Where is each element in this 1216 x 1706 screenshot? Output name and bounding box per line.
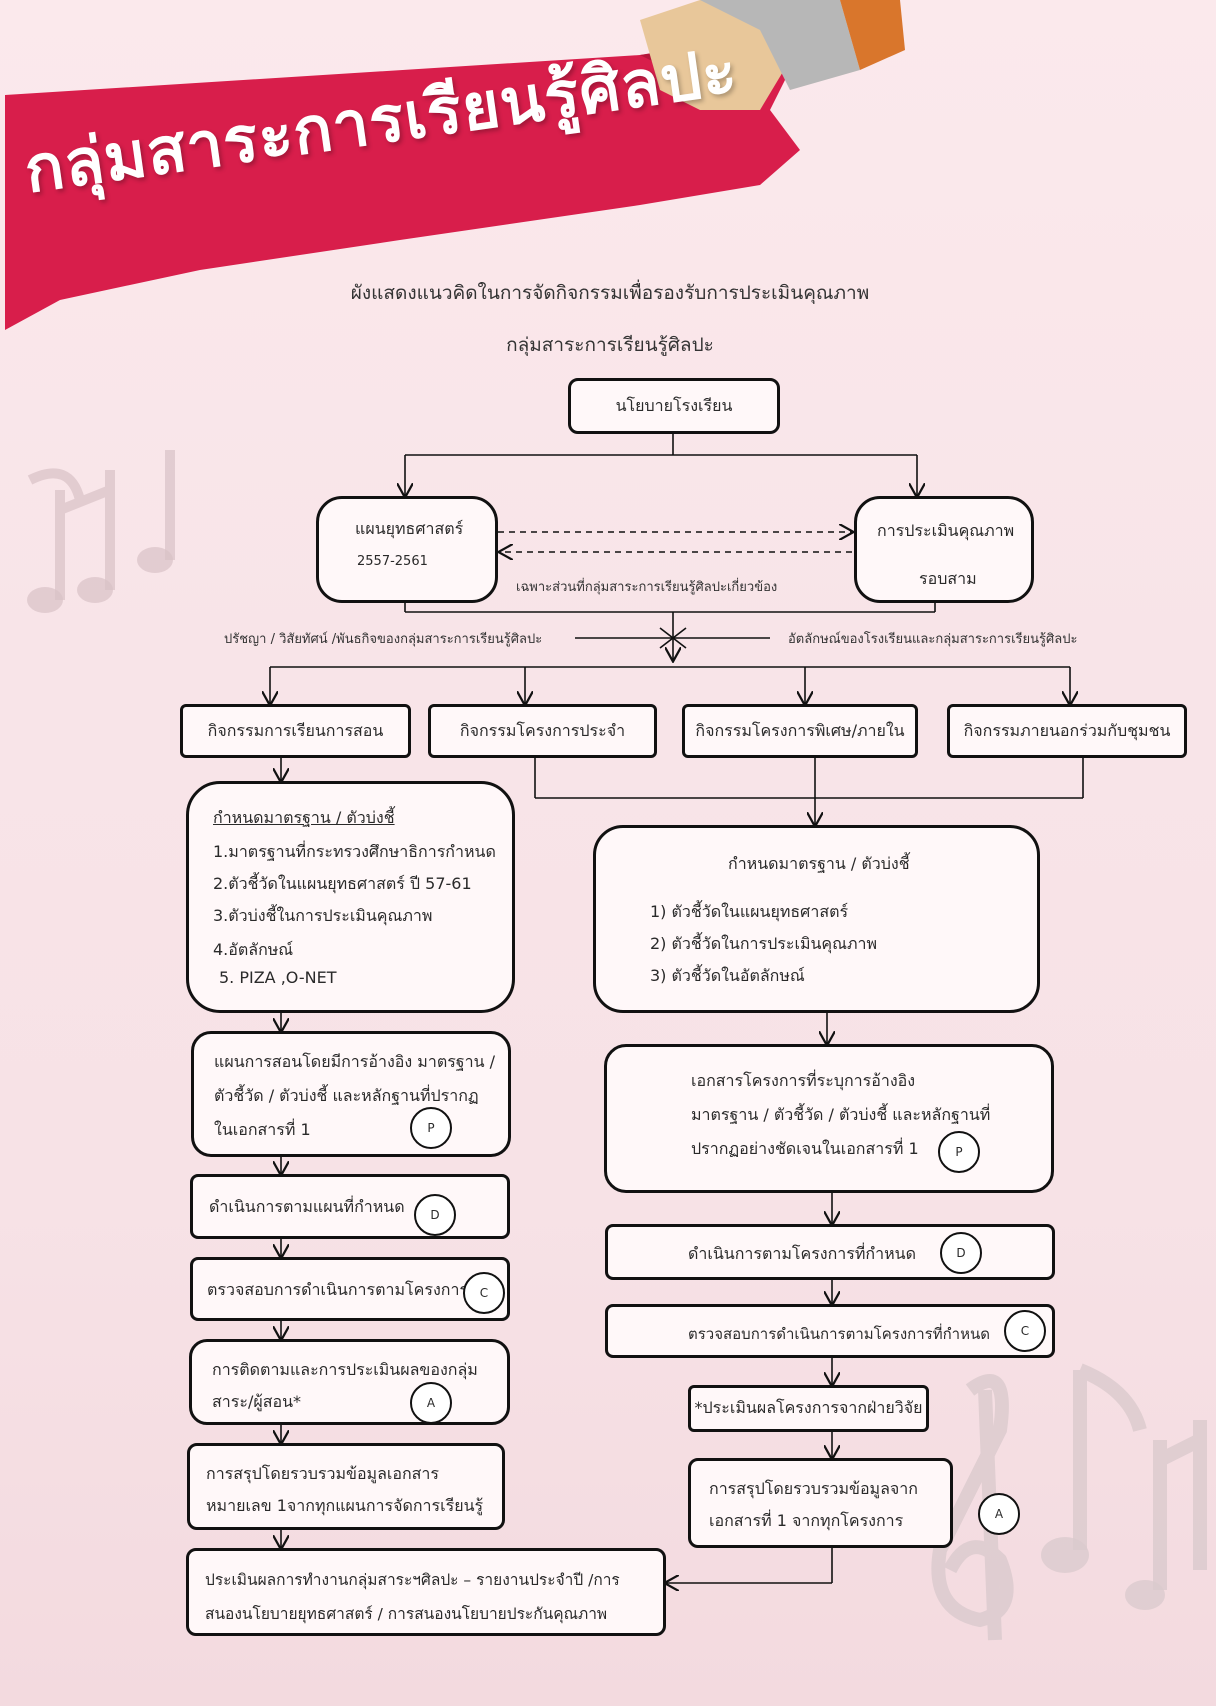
left-do-label: ดำเนินการตามแผนที่กำหนด [209, 1197, 405, 1216]
left-standard-item: 4.อัตลักษณ์ [213, 940, 294, 959]
right-standard-item: 2) ตัวชี้วัดในการประเมินคุณภาพ [650, 934, 878, 953]
left-standard-item: 3.ตัวบ่งชี้ในการประเมินคุณภาพ [213, 906, 433, 925]
quality-assessment-title: การประเมินคุณภาพ [877, 521, 1015, 540]
right-standards-heading: กำหนดมาตรฐาน / ตัวบ่งชี้ [728, 854, 910, 873]
right-do-label: ดำเนินการตามโครงการที่กำหนด [688, 1244, 916, 1263]
right-summary-line: เอกสารที่ 1 จากทุกโครงการ [709, 1511, 904, 1530]
right-project-doc-node: เอกสารโครงการที่ระบุการอ้างอิง มาตรฐาน /… [604, 1044, 1054, 1193]
quality-assessment-node: การประเมินคุณภาพ รอบสาม [854, 496, 1034, 603]
activity-regular-project: กิจกรรมโครงการประจำ [428, 704, 657, 758]
left-summary-line: หมายเลข 1จากทุกแผนการจัดการเรียนรู้ [206, 1496, 484, 1515]
strategic-plan-node: แผนยุทธศาสตร์ 2557-2561 [316, 496, 498, 603]
diagram-subtitle: กลุ่มสาระการเรียนรู้ศิลปะ [506, 334, 714, 356]
diagram-title: ผังแสดงแนวคิดในการจัดกิจกรรมเพื่อรองรับก… [350, 282, 870, 304]
left-follow-up-node: การติดตามและการประเมินผลของกลุ่ม สาระ/ผู… [189, 1339, 510, 1425]
left-do-node: ดำเนินการตามแผนที่กำหนด [190, 1174, 510, 1239]
check-badge-c: C [463, 1272, 505, 1314]
title-banner [5, 0, 905, 330]
left-standards-heading: กำหนดมาตรฐาน / ตัวบ่งชี้ [213, 808, 395, 827]
left-plan-line: ตัวชี้วัด / ตัวบ่งชี้ และหลักฐานที่ปรากฏ [214, 1086, 479, 1105]
final-line: ประเมินผลการทำงานกลุ่มสาระฯศิลปะ – รายงา… [205, 1571, 620, 1589]
left-standards-node: กำหนดมาตรฐาน / ตัวบ่งชี้ 1.มาตรฐานที่กระ… [186, 781, 515, 1013]
activity-teaching: กิจกรรมการเรียนการสอน [180, 704, 411, 758]
act-badge-a: A [410, 1382, 452, 1424]
strategic-plan-years: 2557-2561 [357, 554, 428, 569]
right-summary-line: การสรุปโดยรวบรวมข้อมูลจาก [709, 1479, 918, 1498]
research-evaluation-node: *ประเมินผลโครงการจากฝ่ายวิจัย [688, 1385, 929, 1432]
quality-assessment-round: รอบสาม [919, 569, 977, 588]
paintbrush-icon [640, 0, 905, 110]
left-act-line: การติดตามและการประเมินผลของกลุ่ม [212, 1360, 478, 1379]
project-do-badge-d: D [940, 1232, 982, 1274]
right-standard-item: 1) ตัวชี้วัดในแผนยุทธศาสตร์ [650, 902, 849, 921]
left-summary-node: การสรุปโดยรวบรวมข้อมูลเอกสาร หมายเลข 1จา… [187, 1443, 505, 1530]
left-check-label: ตรวจสอบการดำเนินการตามโครงการ [207, 1280, 469, 1299]
right-plan-line: มาตรฐาน / ตัวชี้วัด / ตัวบ่งชี้ และหลักฐ… [691, 1105, 991, 1124]
left-check-node: ตรวจสอบการดำเนินการตามโครงการ [190, 1257, 510, 1321]
right-plan-line: ปรากฏอย่างชัดเจนในเอกสารที่ 1 [691, 1139, 919, 1158]
treble-clef-icon [931, 1363, 1207, 1641]
right-standard-item: 3) ตัวชี้วัดในอัตลักษณ์ [650, 966, 805, 985]
left-plan-line: แผนการสอนโดยมีการอ้างอิง มาตรฐาน / [214, 1052, 496, 1071]
left-plan-line: ในเอกสารที่ 1 [214, 1120, 311, 1139]
identity-label: อัตลักษณ์ของโรงเรียนและกลุ่มสาระการเรียน… [788, 632, 1078, 647]
left-act-line: สาระ/ผู้สอน* [212, 1392, 302, 1411]
do-badge-d: D [414, 1194, 456, 1236]
right-check-node: ตรวจสอบการดำเนินการตามโครงการที่กำหนด [605, 1304, 1055, 1358]
right-plan-line: เอกสารโครงการที่ระบุการอ้างอิง [691, 1071, 916, 1090]
activity-community: กิจกรรมภายนอกร่วมกับชุมชน [947, 704, 1187, 758]
philosophy-label: ปรัชญา / วิสัยทัศน์ /พันธกิจของกลุ่มสาระ… [224, 632, 543, 647]
left-standard-item: 2.ตัวชี้วัดในแผนยุทธศาสตร์ ปี 57-61 [213, 874, 472, 893]
summary-badge-a: A [978, 1493, 1020, 1535]
project-check-badge-c: C [1004, 1310, 1046, 1352]
right-summary-node: การสรุปโดยรวบรวมข้อมูลจาก เอกสารที่ 1 จา… [688, 1458, 953, 1548]
final-line: สนองนโยบายยุทธศาสตร์ / การสนองนโยบายประก… [205, 1605, 608, 1623]
plan-badge-p: P [410, 1107, 452, 1149]
project-badge-p: P [938, 1131, 980, 1173]
music-note-icon [27, 450, 175, 613]
right-do-node: ดำเนินการตามโครงการที่กำหนด [605, 1224, 1055, 1280]
left-lesson-plan-node: แผนการสอนโดยมีการอ้างอิง มาตรฐาน / ตัวชี… [191, 1031, 511, 1157]
final-evaluation-node: ประเมินผลการทำงานกลุ่มสาระฯศิลปะ – รายงา… [186, 1548, 666, 1636]
activity-special-project: กิจกรรมโครงการพิเศษ/ภายใน [682, 704, 918, 758]
left-standard-item: 5. PIZA ,O-NET [219, 968, 337, 987]
dashed-link-note: เฉพาะส่วนที่กลุ่มสาระการเรียนรู้ศิลปะเกี… [516, 580, 778, 595]
right-standards-node: กำหนดมาตรฐาน / ตัวบ่งชี้ 1) ตัวชี้วัดในแ… [593, 825, 1040, 1013]
right-check-label: ตรวจสอบการดำเนินการตามโครงการที่กำหนด [688, 1325, 990, 1343]
school-policy-node: นโยบายโรงเรียน [568, 378, 780, 434]
left-summary-line: การสรุปโดยรวบรวมข้อมูลเอกสาร [206, 1464, 440, 1483]
left-standard-item: 1.มาตรฐานที่กระทรวงศึกษาธิการกำหนด [213, 842, 496, 861]
strategic-plan-title: แผนยุทธศาสตร์ [355, 519, 464, 538]
